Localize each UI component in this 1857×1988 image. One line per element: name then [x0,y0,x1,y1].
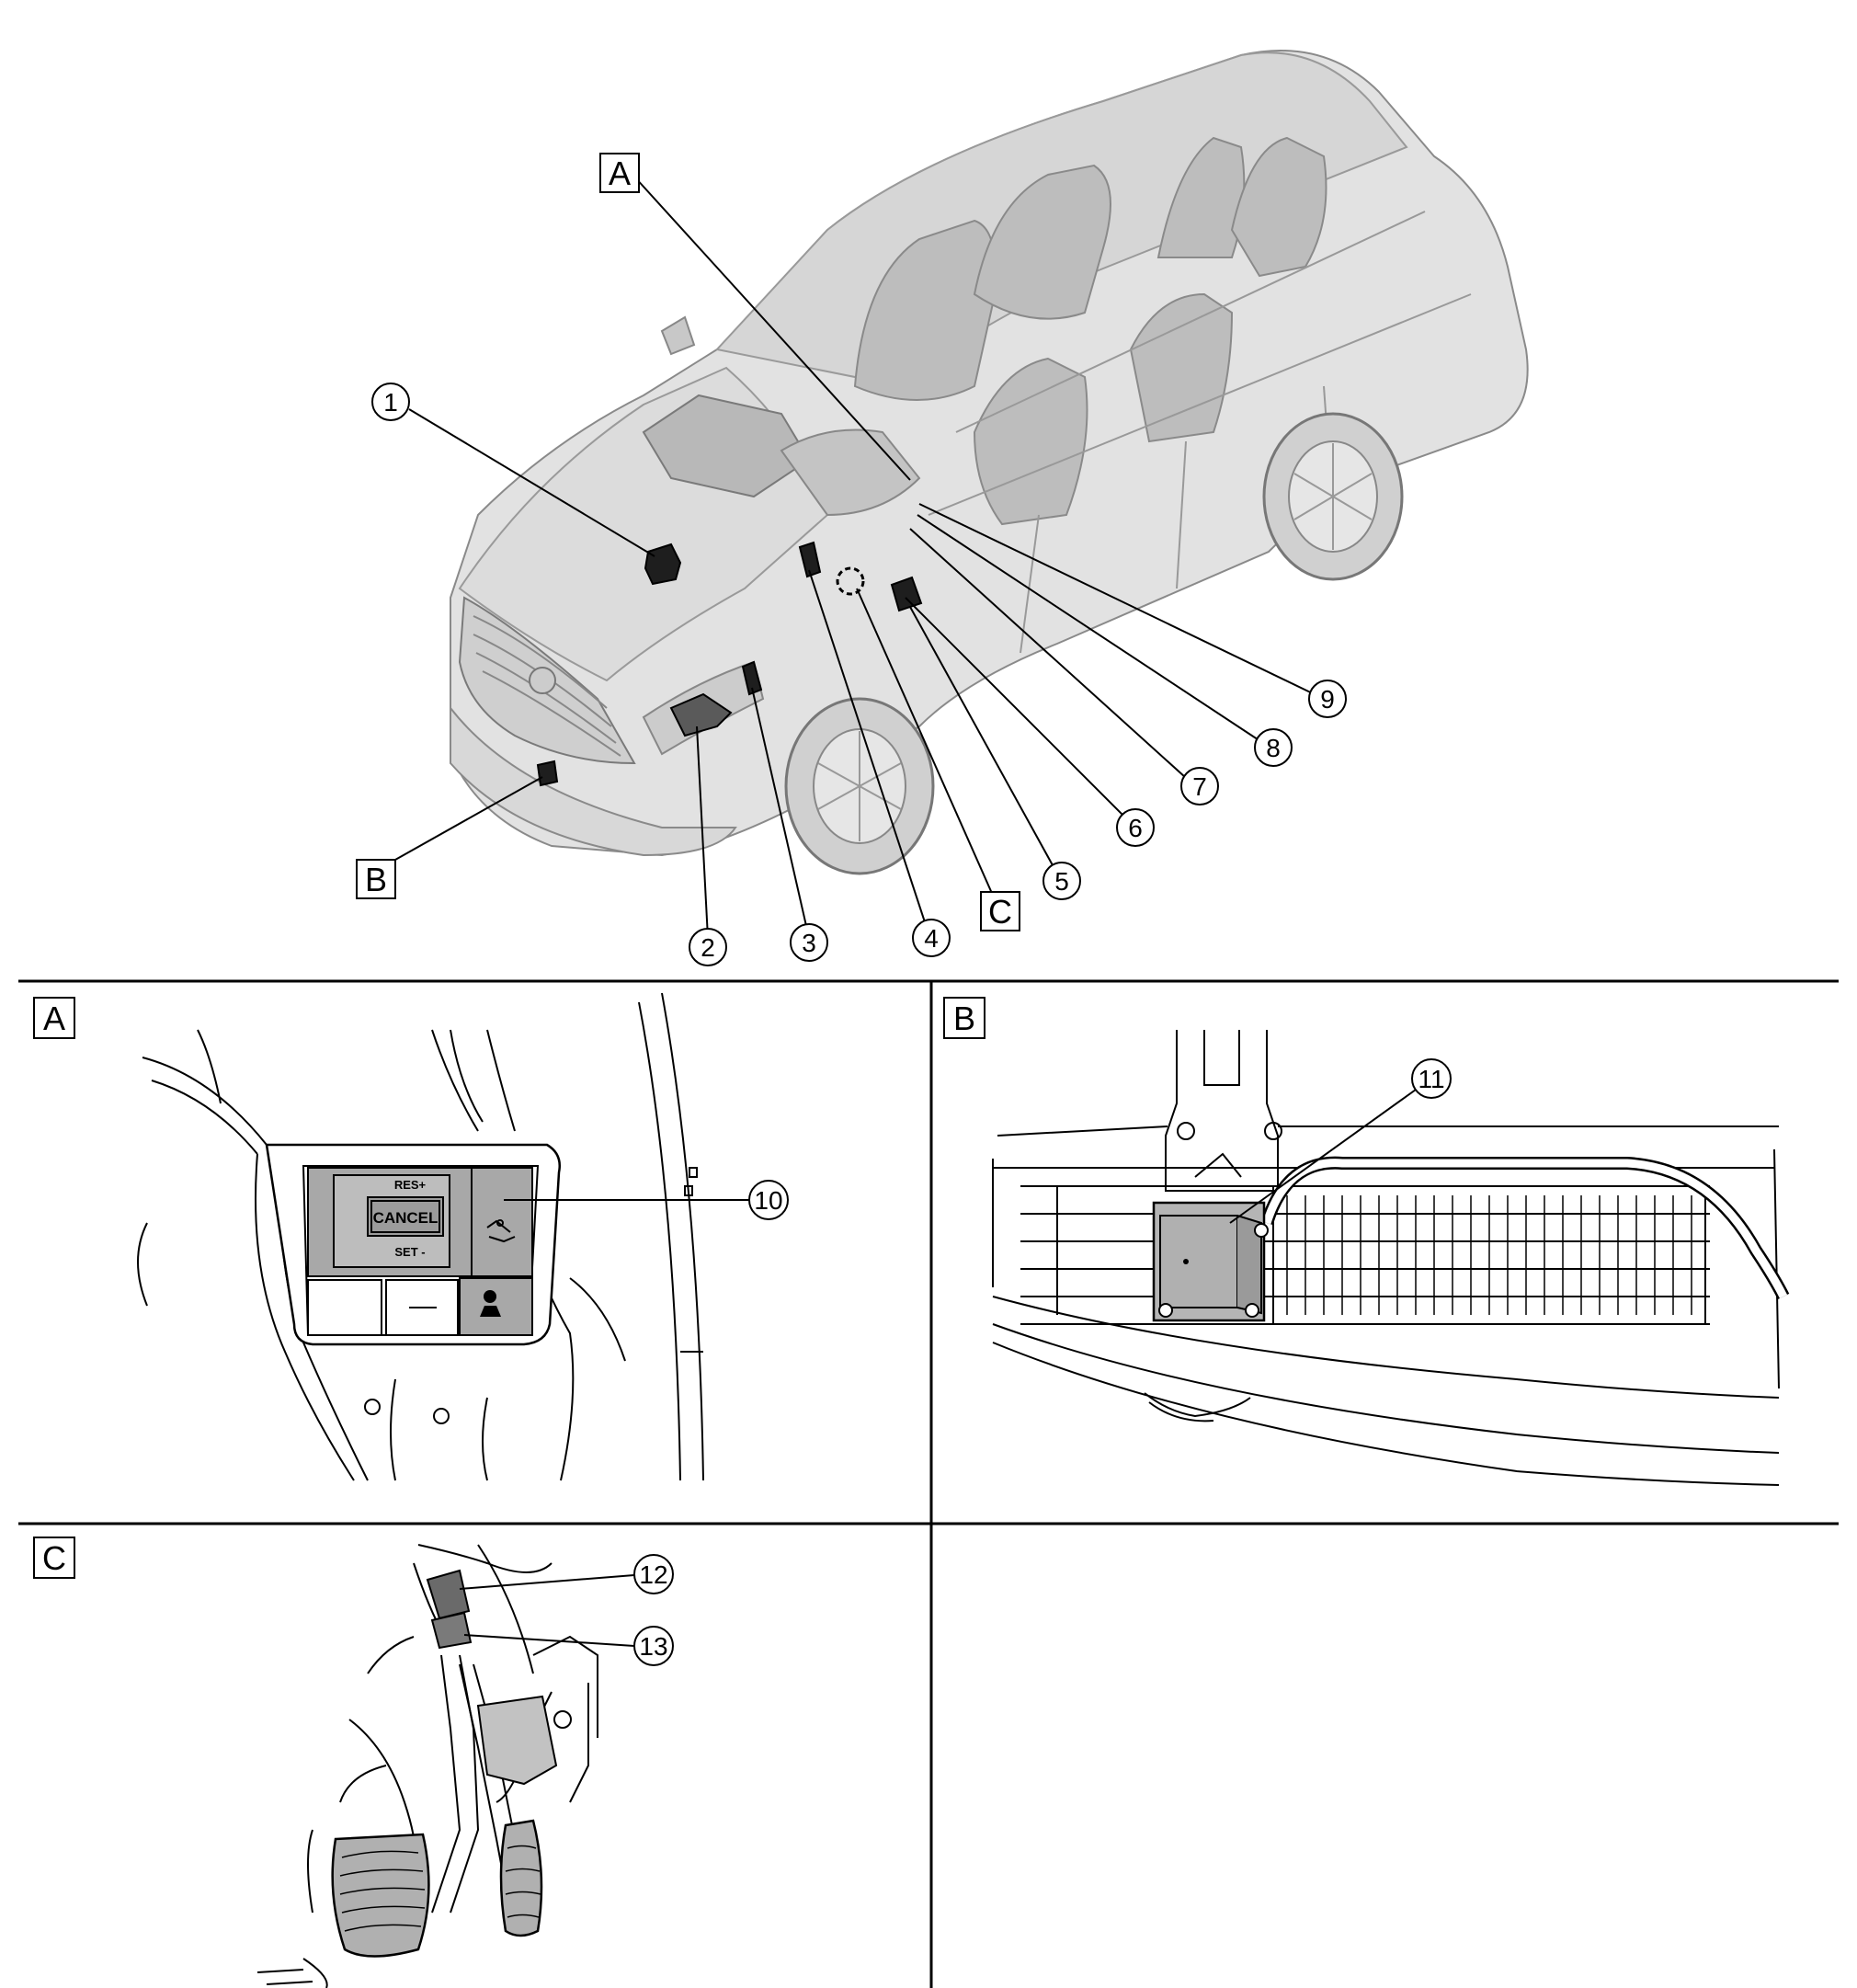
callout-9-text: 9 [1320,685,1335,714]
callout-8-text: 8 [1266,734,1281,762]
vehicle-seats [853,136,1327,526]
lower-switch-left [307,1279,382,1336]
steering-wheel [137,992,704,1481]
panel-b-label: B [953,1000,975,1037]
callout-6 [1116,808,1155,847]
front-wheel [784,697,935,875]
component-5 [890,576,923,612]
callout-5-text: 5 [1054,867,1069,896]
callout-4-text: 4 [924,924,939,953]
lower-switch-center [385,1279,459,1336]
accelerator-sensor [476,1695,558,1786]
callout-12 [633,1554,674,1594]
panel-c-label: C [42,1539,66,1577]
box-label-b-text: B [365,861,387,898]
panel-c-label-box [33,1537,75,1579]
panel-b: B [943,997,1790,1486]
callout-11-text: 11 [1418,1065,1444,1093]
component-c-marker [836,566,865,596]
callout-3 [790,923,828,962]
callout-7-text: 7 [1192,772,1207,801]
component-3 [741,660,763,696]
component-b [536,760,559,787]
callout-3-text: 3 [802,929,816,957]
callout-13-text: 13 [639,1632,667,1661]
box-label-b [356,859,396,899]
callout-13 [633,1626,674,1666]
callout-6-text: 6 [1128,814,1143,842]
box-label-a [599,153,640,193]
callout-2-text: 2 [701,933,715,962]
front-bumper-structure [992,1030,1780,1486]
cancel-label: CANCEL [373,1209,439,1227]
callout-7 [1180,767,1219,805]
box-label-a-text: A [609,154,631,192]
stop-lamp-switch [426,1569,471,1620]
panel-c: C [33,1537,674,1988]
callout-10-text: 10 [754,1186,782,1215]
callout-11 [1411,1058,1452,1099]
front-bumper [450,705,737,857]
panel-dividers [18,979,1839,1988]
radar-sensor [1159,1215,1238,1308]
callout-8 [1254,728,1293,767]
component-4 [798,541,822,578]
panel-b-label-box [943,997,985,1039]
callout-1 [371,383,410,421]
brake-pedal-position-switch [430,1611,473,1650]
callout-5 [1042,862,1081,900]
callout-10 [748,1180,789,1220]
cancel-button [367,1196,444,1237]
grille-slats [1286,1195,1692,1315]
distance-icon [486,1219,516,1243]
vehicle-emblem [529,667,556,694]
callout-1-text: 1 [383,388,398,417]
panel-a: A RES+ [33,992,789,1481]
box-label-c-text: C [988,893,1012,931]
overview-callouts [371,383,1347,966]
grille-bars [1020,1185,1710,1325]
callout-2 [689,928,727,966]
rear-wheel [1262,412,1404,581]
set-label: SET - [394,1245,425,1259]
component-2 [669,692,733,737]
callout-12-text: 12 [639,1560,667,1589]
callout-4 [912,919,951,957]
box-label-c [980,891,1020,931]
voice-icon [480,1290,501,1317]
side-mirror [660,315,696,356]
accelerator-pedal-pad [499,1819,543,1937]
panel-a-label-box [33,997,75,1039]
callout-9 [1308,680,1347,718]
res-label: RES+ [394,1178,427,1192]
vehicle-overview: 1 2 3 4 5 6 7 8 9 A B C [356,50,1529,966]
panel-a-label: A [43,1000,65,1037]
component-1 [644,543,682,586]
